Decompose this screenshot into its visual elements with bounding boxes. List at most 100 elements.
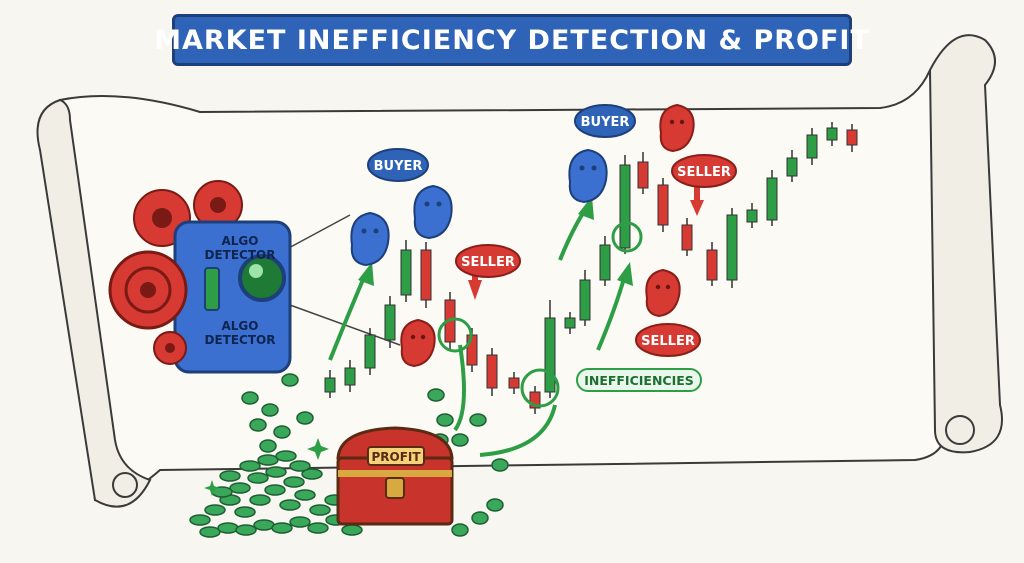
- seller-label-right-bottom: SELLER: [641, 334, 695, 349]
- arrow-to-chest: [479, 404, 557, 457]
- buyer-label-right: BUYER: [581, 115, 630, 130]
- coin-icon: [427, 388, 445, 402]
- bearish-candle: [420, 249, 432, 301]
- coin-icon: [307, 522, 329, 534]
- bearish-candle: [466, 334, 478, 366]
- coin-icon: [273, 425, 291, 439]
- coin-icon: [275, 450, 297, 462]
- detector-label-top-line1: ALGO: [222, 234, 259, 248]
- seller-bubble-right-top: SELLER: [671, 154, 737, 188]
- detector-meter: [204, 267, 220, 311]
- bullish-candle: [324, 377, 336, 393]
- trend-arrows: [328, 186, 704, 457]
- coin-icon: [259, 439, 277, 453]
- coin-icon: [283, 476, 305, 488]
- arrow-down-icon: [468, 280, 482, 300]
- arrow-up-icon: [617, 262, 633, 286]
- bullish-candle: [766, 177, 778, 221]
- coin-icon: [234, 506, 256, 518]
- buyer-spirit-icon: [568, 148, 608, 204]
- bearish-candle: [529, 391, 541, 409]
- buyer-bubble-left: BUYER: [367, 148, 429, 182]
- coin-icon: [294, 489, 316, 501]
- gear-icon: [108, 250, 188, 330]
- detector-label-top-line2: DETECTOR: [205, 248, 276, 262]
- coin-icon: [289, 460, 311, 472]
- bullish-candle: [619, 164, 631, 249]
- coin-icon: [279, 499, 301, 511]
- bullish-candle: [826, 127, 838, 141]
- chest-lock: [385, 477, 405, 499]
- inefficiency-circle: [437, 317, 473, 353]
- coin-icon: [281, 373, 299, 387]
- coin-icon: [235, 524, 257, 536]
- seller-label-left: SELLER: [461, 255, 515, 270]
- coin-icon: [309, 504, 331, 516]
- scroll-left-curl: [36, 98, 152, 508]
- seller-label-right-top: SELLER: [677, 165, 731, 180]
- bearish-candle: [681, 224, 693, 251]
- bullish-candle: [344, 367, 356, 386]
- detector-lens-icon: [238, 254, 286, 302]
- coin-icon: [241, 391, 259, 405]
- bullish-candle: [599, 244, 611, 281]
- coin-icon: [469, 413, 487, 427]
- inefficiency-circle: [611, 221, 643, 253]
- coin-icon: [271, 522, 293, 534]
- coin-icon: [257, 454, 279, 466]
- scroll-right-curl: [928, 34, 1003, 454]
- coin-icon: [341, 524, 363, 536]
- coin-icon: [247, 472, 269, 484]
- bearish-candle: [706, 249, 718, 281]
- bullish-candle: [579, 279, 591, 321]
- coin-icon: [261, 403, 279, 417]
- detector-label-bottom-line1: ALGO: [222, 319, 259, 333]
- arrow-down-icon: [690, 200, 704, 216]
- gear-icon: [153, 331, 187, 365]
- bearish-candle: [657, 184, 669, 226]
- seller-bubble-right-bottom: SELLER: [635, 323, 701, 357]
- coin-icon: [217, 522, 239, 534]
- buyer-bubble-right: BUYER: [574, 104, 636, 138]
- bearish-candle: [486, 354, 498, 389]
- bullish-candle: [564, 317, 576, 329]
- scroll-left-roll-end: [112, 472, 138, 498]
- coin-icon: [199, 526, 221, 538]
- coin-icon: [189, 514, 211, 526]
- detector-label-bottom-line2: DETECTOR: [205, 333, 276, 347]
- treasure-chest-icon: PROFIT: [336, 426, 454, 526]
- coin-icon: [491, 458, 509, 472]
- coin-icon: [265, 466, 287, 478]
- seller-spirit-icon: [400, 318, 436, 368]
- buyer-spirit-icon: [413, 184, 453, 240]
- scroll-right-roll-end: [945, 415, 975, 445]
- inefficiencies-tag: INEFFICIENCIES: [576, 368, 702, 392]
- coin-icon: [239, 460, 261, 472]
- buyer-spirit-icon: [350, 211, 390, 267]
- detector-pointer-line-top: [284, 214, 351, 251]
- seller-bubble-left: SELLER: [455, 244, 521, 278]
- buyer-label-left: BUYER: [374, 159, 423, 174]
- arrow-up-icon: [578, 196, 594, 220]
- profit-sign: [367, 446, 425, 466]
- coin-icon: [229, 482, 251, 494]
- bullish-candle: [786, 157, 798, 177]
- coin-icon: [219, 470, 241, 482]
- coin-icon: [451, 523, 469, 537]
- coin-icon: [204, 504, 226, 516]
- title-banner: MARKET INEFFICIENCY DETECTION & PROFIT: [154, 14, 869, 66]
- coin-icon: [249, 494, 271, 506]
- coin-icon: [301, 468, 323, 480]
- bullish-candle: [384, 304, 396, 341]
- bearish-candle: [637, 161, 649, 189]
- arrow-up-icon: [358, 262, 374, 286]
- seller-spirit-icon: [659, 103, 695, 153]
- bearish-candle: [508, 377, 520, 389]
- bullish-candle: [364, 334, 376, 369]
- profit-label: PROFIT: [371, 450, 421, 464]
- bullish-candle: [806, 134, 818, 159]
- arrow-down-shaft: [694, 186, 700, 202]
- coin-icon: [296, 411, 314, 425]
